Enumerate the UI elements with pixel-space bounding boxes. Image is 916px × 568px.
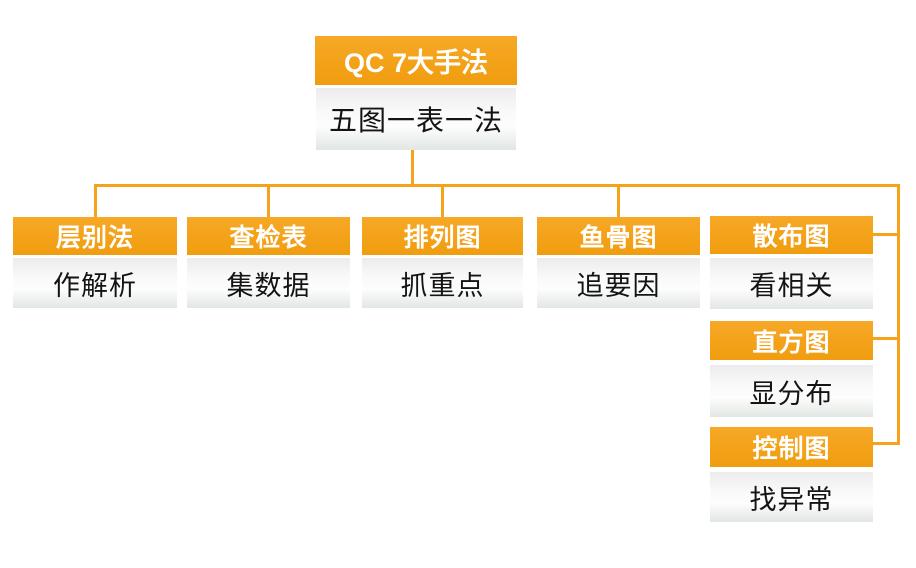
connector-stub-scatter xyxy=(872,233,900,236)
branch-fishbone-subtitle-box: 追要因 xyxy=(537,258,700,308)
branch-scatter-subtitle-box: 看相关 xyxy=(710,258,873,309)
branch-check-sheet-title-box: 查检表 xyxy=(187,217,350,255)
branch-control-chart-title-box: 控制图 xyxy=(710,427,873,467)
connector-stub-histogram xyxy=(872,337,900,340)
connector-drop-fishbone xyxy=(617,184,620,218)
connector-trunk xyxy=(94,184,900,187)
branch-histogram-title-box: 直方图 xyxy=(710,321,873,360)
branch-stratification-title-box: 层别法 xyxy=(13,217,177,255)
branch-fishbone-title-box: 鱼骨图 xyxy=(537,217,700,255)
connector-stub-control-chart xyxy=(872,442,900,445)
connector-drop-pareto xyxy=(441,184,444,218)
root-subtitle-box: 五图一表一法 xyxy=(316,88,516,150)
branch-histogram-subtitle-box: 显分布 xyxy=(710,365,873,417)
branch-pareto-subtitle-box: 抓重点 xyxy=(362,258,523,308)
root-title-box: QC 7大手法 xyxy=(315,36,517,85)
branch-scatter-title-box: 散布图 xyxy=(710,216,873,254)
connector-drop-check-sheet xyxy=(267,184,270,218)
branch-control-chart-subtitle-box: 找异常 xyxy=(710,472,873,522)
branch-stratification-subtitle-box: 作解析 xyxy=(13,258,177,308)
branch-check-sheet-subtitle-box: 集数据 xyxy=(187,258,350,308)
branch-pareto-title-box: 排列图 xyxy=(362,217,523,255)
connector-root-drop xyxy=(411,150,414,185)
connector-right-rail xyxy=(897,184,900,445)
connector-drop-stratification xyxy=(94,184,97,218)
